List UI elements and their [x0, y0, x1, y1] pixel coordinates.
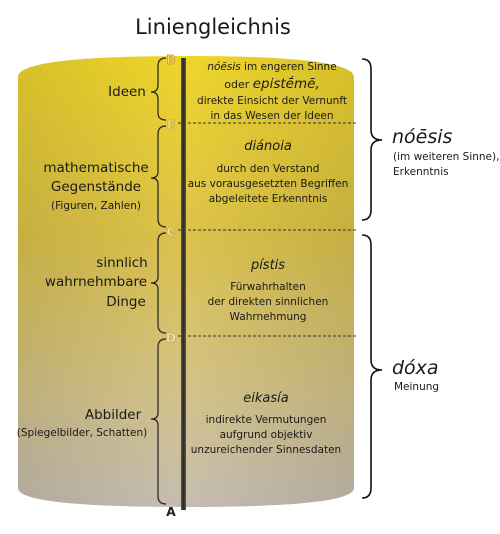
noesis-narrow-line4: in das Wesen der Ideen — [210, 110, 333, 122]
brace-ideen — [150, 57, 167, 121]
dianoia-line1: durch den Verstand — [217, 163, 320, 175]
divided-line-bar — [181, 58, 186, 510]
noesis-narrow-oder: oder — [224, 78, 253, 91]
point-a: A — [166, 504, 176, 519]
brace-math — [150, 125, 167, 228]
label-math-2: Gegenstände — [51, 179, 141, 195]
label-math-3: (Figuren, Zahlen) — [51, 200, 141, 212]
segment-eikasia: eikasía indirekte Vermutungen aufgrund o… — [191, 391, 341, 456]
point-e: E — [167, 117, 176, 132]
doxa-line1: Meinung — [394, 381, 439, 393]
noesis-narrow-rest: im engeren Sinne — [241, 61, 337, 73]
left-braces — [150, 57, 167, 505]
doxa-term: dóxa — [392, 357, 439, 379]
noesis-line2: Erkenntnis — [393, 166, 449, 178]
point-c: C — [166, 224, 175, 239]
label-sinn-3: Dinge — [106, 294, 146, 310]
label-math-1: mathematische — [43, 160, 148, 176]
pistis-line1: Fürwahrhalten — [230, 281, 305, 293]
diagram-title: Liniengleichnis — [135, 15, 291, 39]
group-noesis: nóēsis (im weiteren Sinne), Erkenntnis — [392, 126, 499, 178]
right-braces — [361, 58, 383, 499]
eikasia-line1: indirekte Vermutungen — [206, 414, 327, 426]
left-labels: Ideen mathematische Gegenstände (Figuren… — [17, 84, 149, 439]
point-b: B — [166, 52, 176, 67]
brace-doxa — [361, 234, 383, 499]
eikasia-line3: unzureichender Sinnesdaten — [191, 444, 341, 456]
label-sinn-1: sinnlich — [96, 255, 147, 271]
pistis-line3: Wahrnehmung — [230, 311, 307, 323]
noesis-narrow-line3: direkte Einsicht der Vernunft — [197, 95, 347, 107]
noesis-narrow-line2: oder epistḗmē, — [224, 75, 320, 92]
noesis-term: nóēsis — [392, 126, 453, 148]
dianoia-line2: aus vorausgesetzten Begriffen — [188, 178, 349, 190]
noesis-line1: (im weiteren Sinne), — [393, 151, 499, 163]
brace-noesis — [361, 58, 383, 221]
group-doxa: dóxa Meinung — [392, 357, 439, 393]
eikasia-term: eikasía — [243, 391, 288, 406]
eikasia-line2: aufgrund objektiv — [220, 429, 313, 441]
label-ideen: Ideen — [108, 84, 146, 100]
pistis-term: pístis — [250, 258, 285, 273]
label-abb-2: (Spiegelbilder, Schatten) — [17, 427, 147, 439]
noesis-narrow-term: nóēsis — [207, 61, 241, 73]
pistis-line2: der direkten sinnlichen — [208, 296, 329, 308]
point-labels: B E C D A — [165, 52, 176, 519]
noesis-narrow-line1: nóēsis im engeren Sinne — [207, 61, 336, 73]
dianoia-term: diánoia — [244, 139, 292, 154]
segment-noesis-narrow: nóēsis im engeren Sinne oder epistḗmē, d… — [197, 61, 347, 122]
segment-dianoia: diánoia durch den Verstand aus vorausges… — [188, 139, 349, 205]
label-sinn-2: wahrnehmbare — [45, 274, 147, 290]
segment-pistis: pístis Fürwahrhalten der direkten sinnli… — [208, 258, 329, 323]
point-d: D — [166, 330, 176, 345]
brace-sinnlich — [150, 232, 167, 334]
dianoia-line3: abgeleitete Erkenntnis — [209, 193, 328, 205]
label-abb-1: Abbilder — [85, 407, 142, 423]
brace-abbilder — [150, 338, 167, 505]
episteme-term: epistḗmē, — [253, 75, 320, 92]
